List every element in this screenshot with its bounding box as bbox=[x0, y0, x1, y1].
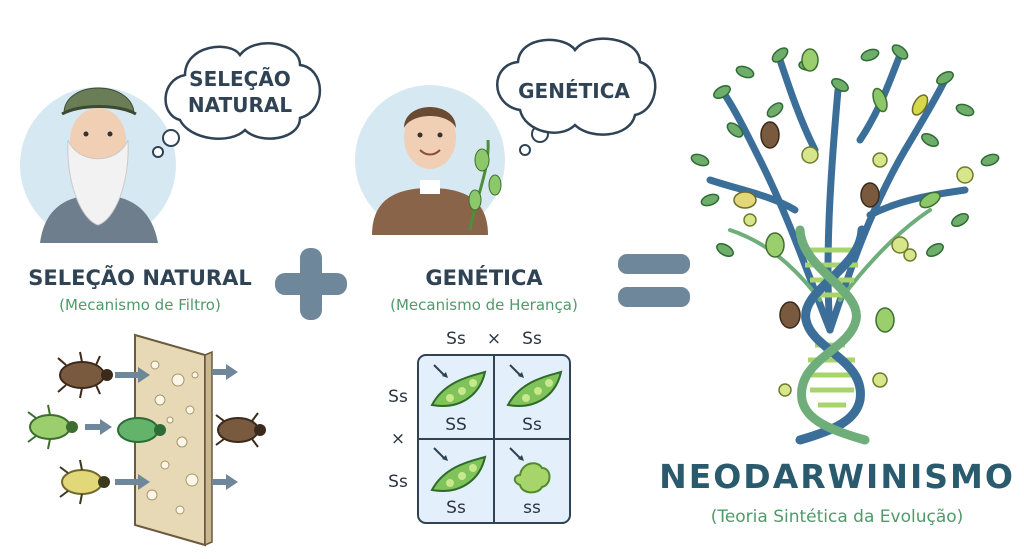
neodarwinism-subtitle: (Teoria Sintética da Evolução) bbox=[711, 507, 964, 527]
darwin-portrait bbox=[20, 87, 176, 243]
darwin-bubble-line1: SELEÇÃO bbox=[189, 67, 291, 91]
cross-top: × bbox=[487, 329, 501, 349]
darwin-bubble-line2: NATURAL bbox=[188, 93, 292, 117]
beetle-brown-1 bbox=[57, 351, 113, 399]
tree-beetles bbox=[733, 48, 941, 333]
cell-3-genotype: Ss bbox=[446, 498, 466, 518]
beetle-yellow bbox=[59, 459, 110, 505]
parent-left-top: Ss bbox=[388, 387, 408, 407]
beetle-brown-out bbox=[215, 412, 266, 448]
wrinkled-pea-cell-4 bbox=[509, 447, 551, 494]
cell-2-genotype: Ss bbox=[522, 415, 542, 435]
parent-top-right: Ss bbox=[522, 329, 542, 349]
arrow-3-out bbox=[212, 474, 238, 490]
pea-pod-cell-3 bbox=[430, 447, 487, 492]
darwin-thought-bubble: SELEÇÃO NATURAL bbox=[152, 42, 322, 158]
beetle-green-left bbox=[27, 404, 78, 450]
genetics-subtitle: (Mecanismo de Herança) bbox=[390, 296, 578, 314]
selection-subtitle: (Mecanismo de Filtro) bbox=[59, 296, 221, 314]
mendel-portrait bbox=[355, 85, 505, 235]
genetics-title: GENÉTICA bbox=[425, 265, 543, 290]
plus-operator bbox=[275, 248, 347, 320]
pea-pod-cell-1 bbox=[430, 364, 487, 407]
cell-4-genotype: ss bbox=[523, 498, 541, 518]
tree-of-life-dna bbox=[690, 44, 1000, 445]
mendel-thought-bubble: GENÉTICA bbox=[496, 37, 657, 156]
parent-top-left: Ss bbox=[446, 329, 466, 349]
pea-pod-cell-2 bbox=[506, 364, 563, 407]
selection-title: SELEÇÃO NATURAL bbox=[28, 265, 251, 290]
cell-1-genotype: SS bbox=[445, 415, 467, 435]
equals-operator bbox=[618, 254, 690, 307]
beetle-filter-illustration bbox=[134, 333, 213, 547]
dna-helix bbox=[795, 225, 870, 445]
arrow-1-out bbox=[212, 364, 238, 380]
cross-left: × bbox=[391, 429, 405, 449]
arrow-2 bbox=[85, 419, 112, 435]
parent-left-bottom: Ss bbox=[388, 472, 408, 492]
arrow-1 bbox=[115, 367, 150, 383]
beetle-green-middle bbox=[117, 417, 166, 443]
neodarwinism-title: NEODARWINISMO bbox=[659, 457, 1015, 496]
arrow-3 bbox=[115, 474, 150, 490]
mendel-bubble: GENÉTICA bbox=[518, 79, 630, 103]
